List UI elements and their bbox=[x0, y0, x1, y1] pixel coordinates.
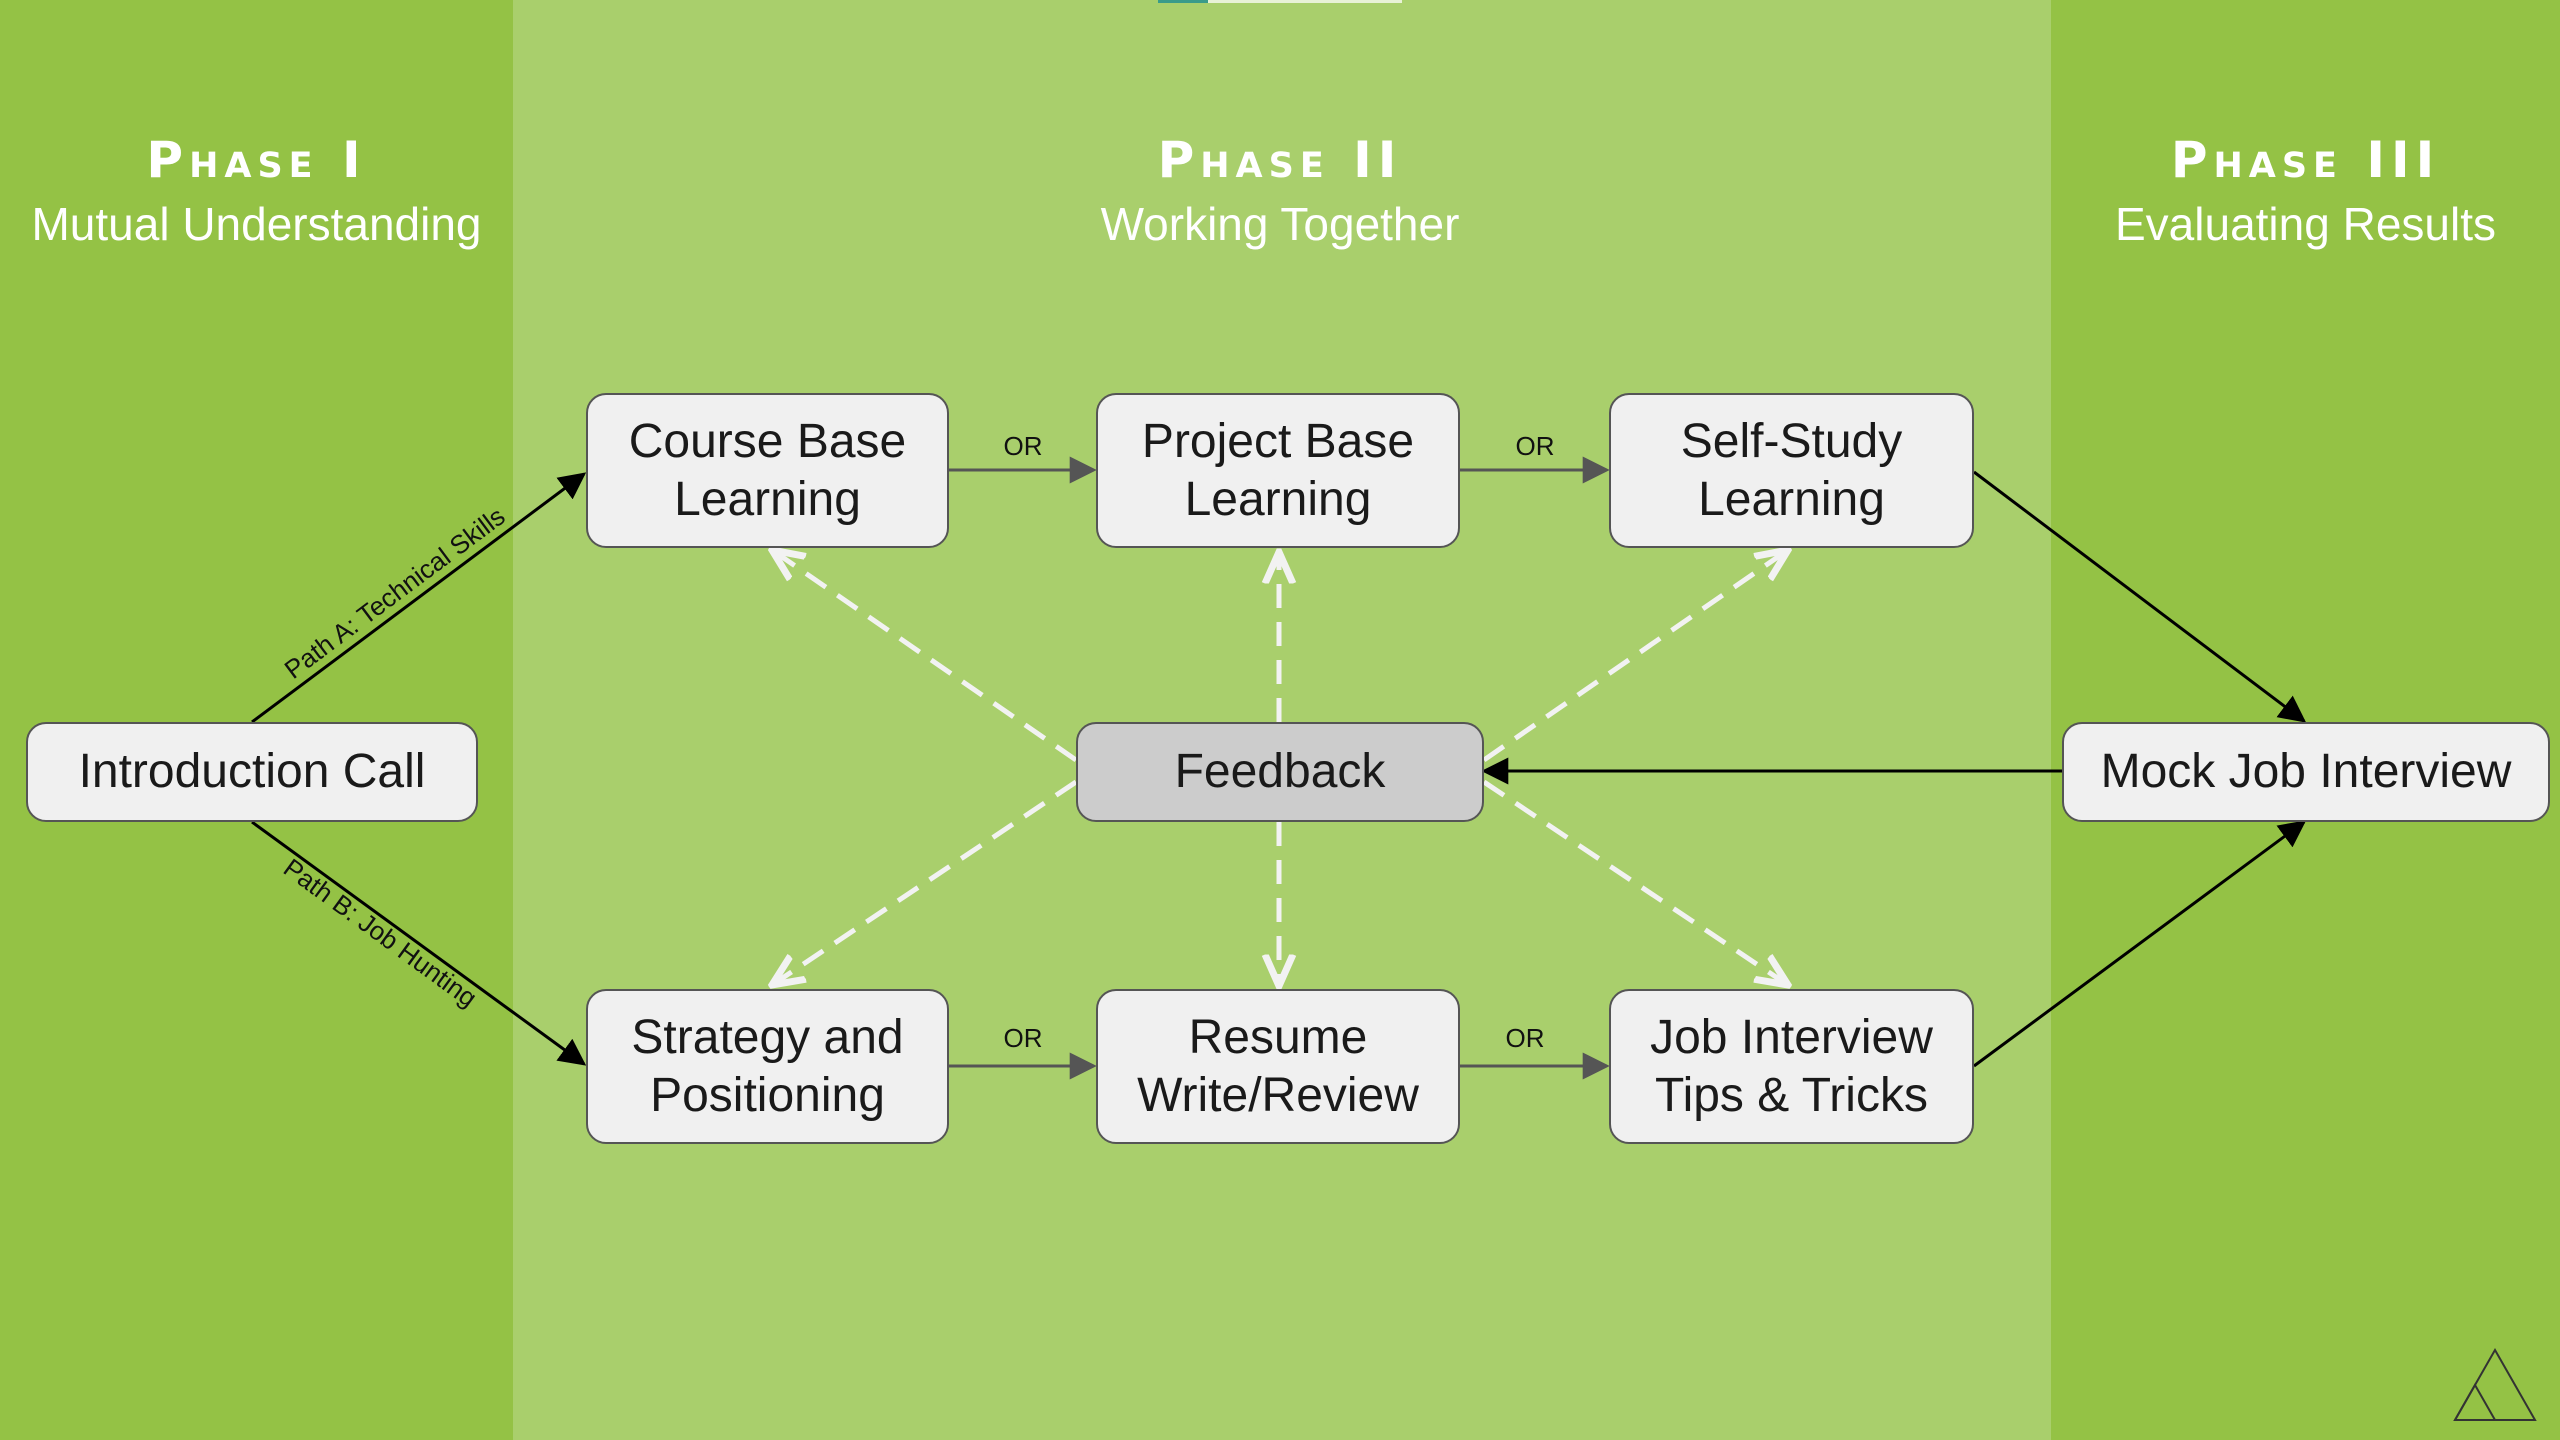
phase-3-subtitle: Evaluating Results bbox=[2115, 198, 2496, 250]
phase-1-subtitle: Mutual Understanding bbox=[31, 198, 482, 250]
top-tab-indicator bbox=[1158, 0, 1402, 3]
feedback-node: Feedback bbox=[1076, 722, 1484, 822]
or-label: OR bbox=[1004, 431, 1043, 461]
feedback-to-strategy-arrow bbox=[772, 779, 1078, 985]
resume-node: Resume Write/Review bbox=[1096, 989, 1460, 1144]
selfstudy-to-mock-arrow bbox=[1973, 470, 2307, 723]
self-study-label-line2: Learning bbox=[1698, 472, 1885, 526]
triangles-logo-icon bbox=[2453, 1347, 2537, 1421]
feedback-to-course-arrow bbox=[772, 550, 1078, 763]
jobtips-to-mock-arrow bbox=[1973, 820, 2307, 1068]
course-base-label-line2: Learning bbox=[674, 472, 861, 526]
or-label: OR bbox=[1506, 1023, 1545, 1053]
strategy-node: Strategy and Positioning bbox=[586, 989, 949, 1144]
course-base-node: Course Base Learning bbox=[586, 393, 949, 548]
resume-label-line2: Write/Review bbox=[1137, 1068, 1419, 1122]
job-tips-label-line2: Tips & Tricks bbox=[1655, 1068, 1928, 1122]
project-base-label-line2: Learning bbox=[1184, 472, 1372, 526]
job-tips-label-line1: Job Interview bbox=[1650, 1010, 1933, 1064]
path-b-label: Path B: Job Hunting bbox=[278, 852, 483, 1013]
job-tips-node: Job Interview Tips & Tricks bbox=[1609, 989, 1974, 1144]
feedback-label: Feedback bbox=[1174, 745, 1386, 798]
mock-interview-node: Mock Job Interview bbox=[2062, 722, 2550, 822]
phase-2-subtitle: Working Together bbox=[1100, 198, 1460, 250]
path-b-arrow bbox=[251, 820, 587, 1066]
path-a-arrow bbox=[251, 472, 587, 724]
path-a-label: Path A: Technical Skills bbox=[279, 501, 511, 685]
phase-1-title: Phase I bbox=[146, 131, 367, 189]
phase-1-header: Phase I Mutual Understanding bbox=[0, 125, 513, 253]
phase-3-title: Phase III bbox=[2170, 131, 2441, 189]
feedback-to-selfstudy-arrow bbox=[1482, 550, 1788, 763]
intro-call-node: Introduction Call bbox=[26, 722, 478, 822]
or-label: OR bbox=[1516, 431, 1555, 461]
self-study-label-line1: Self-Study bbox=[1680, 414, 1903, 468]
phase-2-title: Phase II bbox=[1157, 131, 1403, 189]
mock-interview-label: Mock Job Interview bbox=[2100, 745, 2512, 798]
phase-3-header: Phase III Evaluating Results bbox=[2051, 125, 2560, 253]
phase-2-header: Phase II Working Together bbox=[1030, 125, 1530, 253]
intro-call-label: Introduction Call bbox=[78, 745, 426, 798]
strategy-label-line1: Strategy and bbox=[631, 1010, 904, 1064]
or-label: OR bbox=[1004, 1023, 1043, 1053]
course-base-label-line1: Course Base bbox=[628, 414, 907, 468]
self-study-node: Self-Study Learning bbox=[1609, 393, 1974, 548]
project-base-label-line1: Project Base bbox=[1141, 414, 1415, 468]
resume-label-line1: Resume bbox=[1188, 1010, 1368, 1064]
strategy-label-line2: Positioning bbox=[650, 1068, 885, 1122]
project-base-node: Project Base Learning bbox=[1096, 393, 1460, 548]
feedback-to-jobtips-arrow bbox=[1482, 779, 1788, 985]
phase-2-band bbox=[513, 0, 2051, 1440]
